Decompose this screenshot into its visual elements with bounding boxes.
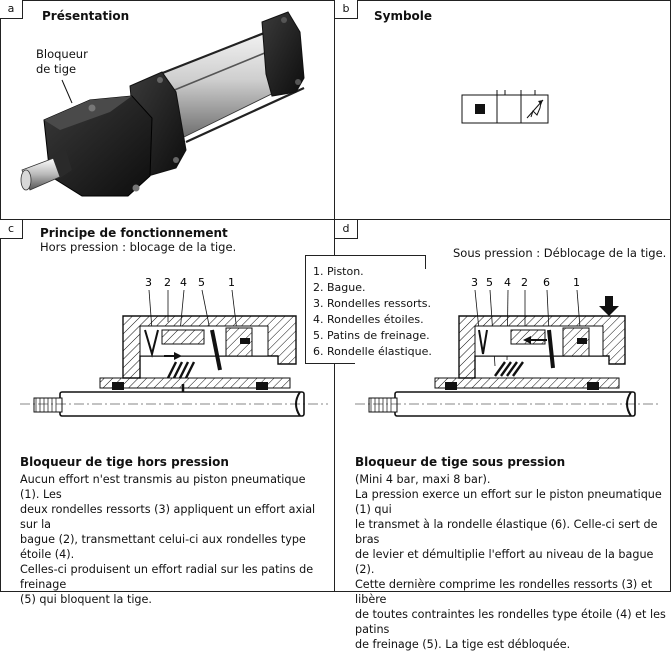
paragraph-left-line: Celles-ci produisent un effort radial su… xyxy=(20,563,314,591)
legend-tail xyxy=(305,363,355,364)
callout-1-left: 1 xyxy=(228,276,235,289)
legend-item-piston: 1. Piston. xyxy=(313,265,364,278)
paragraph-right-line: de levier et démultiplie l'effort au niv… xyxy=(355,548,654,576)
rod-lock-label-line2: de tige xyxy=(36,62,77,76)
paragraph-left-line: Aucun effort n'est transmis au piston pn… xyxy=(20,473,306,501)
callout-5-right: 5 xyxy=(486,276,493,289)
callout-1-right: 1 xyxy=(573,276,580,289)
paragraph-right-line: de freinage (5). La tige est débloquée. xyxy=(355,638,571,651)
paragraph-right-heading: Bloqueur de tige sous pression xyxy=(355,455,566,469)
panel-a-tag: a xyxy=(0,0,23,19)
legend-corner xyxy=(425,255,426,269)
paragraph-right-line: La pression exerce un effort sur le pist… xyxy=(355,488,662,516)
legend-item-rondelles-etoiles: 4. Rondelles étoiles. xyxy=(313,313,424,326)
paragraph-right: Bloqueur de tige sous pression (Mini 4 b… xyxy=(355,455,667,652)
callout-4-left: 4 xyxy=(180,276,187,289)
callout-2-left: 2 xyxy=(164,276,171,289)
paragraph-left-line: (5) qui bloquent la tige. xyxy=(20,593,152,606)
callout-6-right: 6 xyxy=(543,276,550,289)
panel-c-title: Principe de fonctionnement xyxy=(40,226,228,240)
callout-5-left: 5 xyxy=(198,276,205,289)
paragraph-left-line: deux rondelles ressorts (3) appliquent u… xyxy=(20,503,316,531)
panel-d-tag: d xyxy=(335,220,358,239)
legend-item-rondelle-elastique: 6. Rondelle élastique. xyxy=(313,345,432,358)
callout-2-right: 2 xyxy=(521,276,528,289)
paragraph-left-line: bague (2), transmettant celui-ci aux ron… xyxy=(20,533,306,561)
legend: 1. Piston. 2. Bague. 3. Rondelles ressor… xyxy=(305,255,432,364)
legend-item-bague: 2. Bague. xyxy=(313,281,366,294)
panel-b-tag: b xyxy=(335,0,358,19)
section-locked: 3 2 4 5 1 xyxy=(20,276,328,417)
callout-3-left: 3 xyxy=(145,276,152,289)
paragraph-right-line: Cette dernière comprime les rondelles re… xyxy=(355,578,653,606)
legend-item-patins: 5. Patins de freinage. xyxy=(313,329,430,342)
paragraph-right-line: le transmet à la rondelle élastique (6).… xyxy=(355,518,658,546)
callout-4-right: 4 xyxy=(504,276,511,289)
paragraph-right-line: (Mini 4 bar, maxi 8 bar). xyxy=(355,473,491,486)
panel-c-subtitle: Hors pression : blocage de la tige. xyxy=(40,240,237,254)
paragraph-left: Bloqueur de tige hors pression Aucun eff… xyxy=(20,455,325,607)
lock-symbol xyxy=(461,90,549,124)
panel-c-tag: c xyxy=(0,220,23,239)
divider-horizontal xyxy=(0,219,671,220)
section-unlocked: 3 5 4 2 6 1 xyxy=(355,276,661,417)
paragraph-left-heading: Bloqueur de tige hors pression xyxy=(20,455,229,469)
legend-item-rondelles-ressorts: 3. Rondelles ressorts. xyxy=(313,297,432,310)
panel-b-title: Symbole xyxy=(374,9,433,23)
rod-lock-label-line1: Bloqueur xyxy=(36,47,88,61)
paragraph-right-line: de toutes contraintes les rondelles type… xyxy=(355,608,666,636)
cylinder-photo xyxy=(20,11,305,197)
callout-3-right: 3 xyxy=(471,276,478,289)
panel-d-subtitle: Sous pression : Déblocage de la tige. xyxy=(453,246,667,260)
panel-a-title: Présentation xyxy=(42,9,130,23)
